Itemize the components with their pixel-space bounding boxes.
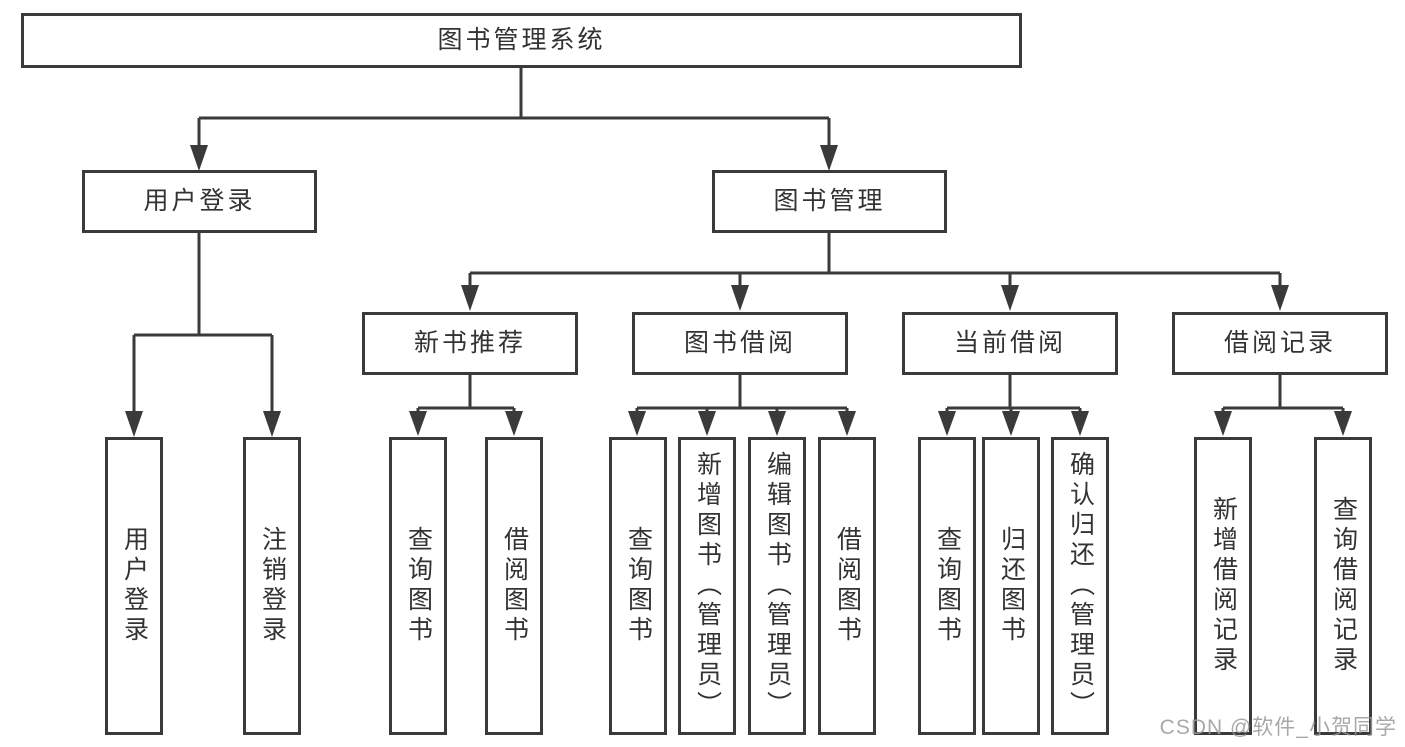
node-book-borrow: 图书借阅 — [632, 312, 848, 375]
leaf-logout-login: 注销登录 — [243, 437, 301, 735]
connector-book-mgmt-to-level3 — [461, 233, 1289, 311]
node-book-management: 图书管理 — [712, 170, 947, 233]
node-new-book-recommend: 新书推荐 — [362, 312, 578, 375]
leaf-records-add-record: 新增借阅记录 — [1194, 437, 1252, 735]
connector-book-borrow-to-leaves — [628, 375, 856, 436]
connector-new-book-rec-to-leaves — [409, 375, 523, 436]
leaf-current-query-books: 查询图书 — [918, 437, 976, 735]
connector-borrow-records-to-leaves — [1214, 375, 1352, 436]
leaf-borrow-add-books-admin: 新增图书（管理员） — [678, 437, 736, 735]
leaf-user-login: 用户登录 — [105, 437, 163, 735]
node-root-system: 图书管理系统 — [21, 13, 1022, 68]
connector-current-borrow-to-leaves — [938, 375, 1089, 436]
leaf-records-query-record: 查询借阅记录 — [1314, 437, 1372, 735]
connector-user-login-to-leaves — [125, 233, 281, 437]
node-borrow-records: 借阅记录 — [1172, 312, 1388, 375]
watermark: CSDN @软件_小贺同学 — [1159, 716, 1397, 739]
leaf-borrow-borrow-books: 借阅图书 — [818, 437, 876, 735]
connector-root-to-level2 — [190, 68, 838, 171]
leaf-newbook-query-books: 查询图书 — [389, 437, 447, 735]
leaf-borrow-query-books: 查询图书 — [609, 437, 667, 735]
node-user-login: 用户登录 — [82, 170, 317, 233]
leaf-current-return-books: 归还图书 — [982, 437, 1040, 735]
leaf-newbook-borrow-books: 借阅图书 — [485, 437, 543, 735]
node-current-borrow: 当前借阅 — [902, 312, 1118, 375]
leaf-current-confirm-return-admin: 确认归还（管理员） — [1051, 437, 1109, 735]
leaf-borrow-edit-books-admin: 编辑图书（管理员） — [748, 437, 806, 735]
